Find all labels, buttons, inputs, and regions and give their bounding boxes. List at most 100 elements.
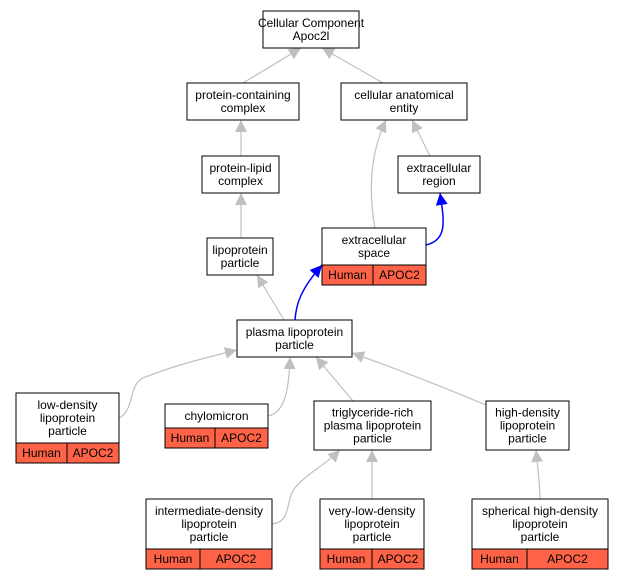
node-label-line: extracellular	[407, 161, 472, 175]
node-label-line: particle	[353, 530, 392, 544]
annotation-box	[471, 548, 609, 570]
edge-hdl-to-plp	[351, 351, 487, 406]
annotation-row: Human APOC2	[321, 264, 427, 286]
node-label-line: particle	[190, 530, 229, 544]
node-label-line: entity	[390, 101, 419, 115]
annotation-box	[145, 548, 273, 570]
node-label-line: lipoprotein	[500, 419, 555, 433]
node-label-line: cellular anatomical	[354, 88, 453, 102]
edge-es-to-cae	[370, 119, 387, 229]
node-label-line: lipoprotein	[512, 517, 567, 531]
node-label-line: particle	[48, 424, 87, 438]
node-label-line: lipoprotein	[40, 411, 95, 425]
node-label-line: low-density	[37, 398, 97, 412]
node-label-line: particle	[221, 256, 260, 270]
node-label-line: lipoprotein	[181, 517, 236, 531]
edge-ldl-to-plp	[118, 347, 238, 419]
node-label-line: high-density	[495, 406, 560, 420]
node-label-line: intermediate-density	[155, 504, 263, 518]
annotation-gene: APOC2	[378, 552, 419, 566]
node-label-line: Apoc2l	[293, 29, 330, 43]
node-label-line: region	[422, 174, 455, 188]
annotation-species: Human	[171, 431, 210, 445]
annotation-row: Human APOC2	[164, 427, 269, 449]
node-label-line: lipoprotein	[344, 517, 399, 531]
node-box	[313, 400, 432, 451]
node-box	[201, 155, 280, 194]
node-label-line: particle	[508, 432, 547, 446]
annotation-species: Human	[480, 552, 519, 566]
node-label-line: protein-lipid	[209, 161, 271, 175]
node-box	[236, 319, 353, 358]
annotation-species: Human	[328, 268, 367, 282]
annotation-species: Human	[154, 552, 193, 566]
node-vldl[interactable]: very-low-densitylipoproteinparticleHuman…	[319, 498, 425, 570]
node-label-line: protein-containing	[195, 88, 290, 102]
node-box	[340, 82, 468, 121]
node-box	[186, 82, 300, 121]
annotation-gene: APOC2	[73, 446, 114, 460]
edge-er-to-cae	[411, 119, 431, 157]
node-label-line: Cellular Component	[258, 16, 365, 30]
node-box	[485, 400, 570, 451]
edge-pcc-to-cc	[242, 47, 302, 84]
node-box	[206, 237, 274, 276]
node-label-line: particle	[275, 338, 314, 352]
edge-plp-to-lp	[256, 274, 285, 321]
annotation-box	[321, 264, 427, 286]
node-shdl[interactable]: spherical high-densitylipoproteinparticl…	[471, 498, 609, 570]
node-box	[145, 498, 273, 550]
edge-es-to-er	[425, 192, 448, 246]
annotation-row: Human APOC2	[15, 442, 120, 464]
edge-chy-to-plp	[267, 356, 296, 417]
edge-idl-to-trl	[271, 449, 341, 525]
node-label-line: complex	[218, 174, 263, 188]
node-label-line: triglyceride-rich	[332, 406, 413, 420]
annotation-gene: APOC2	[379, 268, 420, 282]
node-label-line: particle	[521, 530, 560, 544]
node-label-line: space	[358, 246, 390, 260]
node-label-line: lipoprotein	[212, 243, 267, 257]
edge-plp-to-es	[294, 264, 323, 321]
node-box	[15, 392, 120, 444]
annotation-row: Human APOC2	[471, 548, 609, 570]
node-label-line: chylomicron	[184, 409, 248, 423]
node-box	[471, 498, 609, 550]
edge-shdl-to-hdl	[531, 449, 544, 500]
annotation-gene: APOC2	[547, 552, 588, 566]
node-idl[interactable]: intermediate-densitylipoproteinparticleH…	[145, 498, 273, 570]
node-label-line: plasma lipoprotein	[246, 325, 343, 339]
edge-cae-to-cc	[321, 47, 384, 84]
annotation-box	[164, 427, 269, 449]
annotation-row: Human APOC2	[145, 548, 273, 570]
node-label-line: particle	[353, 432, 392, 446]
node-box	[262, 10, 360, 49]
node-box	[321, 227, 427, 266]
node-label-line: spherical high-density	[482, 504, 598, 518]
node-label-line: complex	[221, 101, 266, 115]
edges-layer	[118, 47, 544, 525]
annotation-species: Human	[22, 446, 61, 460]
edge-trl-to-plp	[315, 356, 354, 402]
node-box	[319, 498, 425, 550]
annotation-gene: APOC2	[216, 552, 257, 566]
node-label-line: plasma lipoprotein	[324, 419, 421, 433]
annotation-gene: APOC2	[221, 431, 262, 445]
node-label-line: extracellular	[342, 233, 407, 247]
